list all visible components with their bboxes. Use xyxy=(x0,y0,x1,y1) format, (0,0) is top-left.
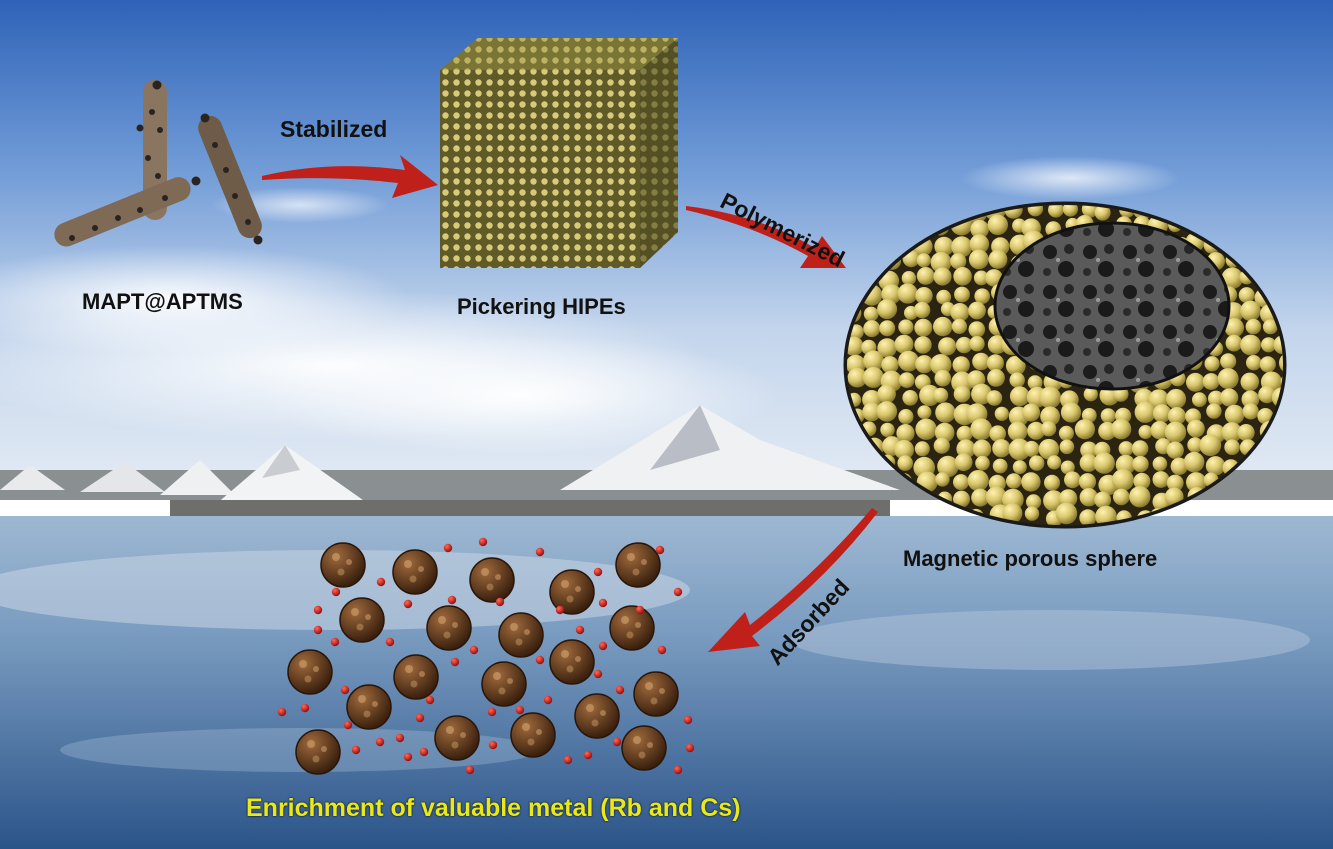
metal-ion-icon xyxy=(351,745,361,755)
adsorbent-sphere-icon xyxy=(633,671,679,717)
metal-ion-icon xyxy=(415,713,425,723)
metal-ion-icon xyxy=(469,645,479,655)
stage-label-product: Magnetic porous sphere xyxy=(903,546,1158,571)
metal-ion-icon xyxy=(535,655,545,665)
metal-ion-icon xyxy=(395,733,405,743)
adsorbent-sphere-icon xyxy=(393,654,439,700)
metal-ion-icon xyxy=(313,625,323,635)
adsorbent-sphere-icon xyxy=(320,542,366,588)
metal-ion-icon xyxy=(593,669,603,679)
adsorbent-sphere-icon xyxy=(621,725,667,771)
metal-ion-icon xyxy=(419,747,429,757)
metal-ion-icon xyxy=(543,695,553,705)
rod-icon xyxy=(54,80,263,247)
metal-ion-icon xyxy=(598,641,608,651)
cube-icon xyxy=(440,38,678,268)
adsorbent-sphere-icon xyxy=(287,649,333,695)
metal-ion-icon xyxy=(331,587,341,597)
sem-inset-icon xyxy=(993,221,1231,391)
metal-ion-icon xyxy=(300,703,310,713)
adsorbent-sphere-icon xyxy=(481,661,527,707)
metal-ion-icon xyxy=(495,597,505,607)
metal-ion-icon xyxy=(443,543,453,553)
adsorbent-sphere-icon xyxy=(469,557,515,603)
metal-ion-icon xyxy=(385,637,395,647)
metal-ion-icon xyxy=(313,605,323,615)
metal-ion-icon xyxy=(563,755,573,765)
metal-ion-icon xyxy=(555,605,565,615)
adsorbent-sphere-icon xyxy=(339,597,385,643)
metal-ion-icon xyxy=(330,637,340,647)
metal-ion-icon xyxy=(487,707,497,717)
metal-ion-icon xyxy=(425,695,435,705)
metal-ion-icon xyxy=(478,537,488,547)
adsorbent-sphere-icon xyxy=(510,712,556,758)
metal-ion-icon xyxy=(635,605,645,615)
adsorbent-sphere-icon xyxy=(426,605,472,651)
metal-ion-icon xyxy=(515,705,525,715)
metal-ion-icon xyxy=(465,765,475,775)
adsorbent-sphere-icon xyxy=(574,693,620,739)
arrow-icon xyxy=(262,155,878,652)
metal-ion-icon xyxy=(277,707,287,717)
stage-label-emulsion: Pickering HIPEs xyxy=(457,294,626,319)
metal-ion-icon xyxy=(612,737,622,747)
metal-ion-icon xyxy=(376,577,386,587)
adsorbent-sphere-icon xyxy=(615,542,661,588)
metal-ion-icon xyxy=(403,599,413,609)
metal-ion-icon xyxy=(403,752,413,762)
adsorbent-sphere-icon xyxy=(609,605,655,651)
figure-caption: Enrichment of valuable metal (Rb and Cs) xyxy=(246,794,741,822)
metal-ion-icon xyxy=(535,547,545,557)
adsorbent-sphere-icon xyxy=(549,569,595,615)
adsorbent-sphere-icon xyxy=(498,612,544,658)
metal-ion-icon xyxy=(598,598,608,608)
metal-ion-icon xyxy=(450,657,460,667)
adsorbent-sphere-icon xyxy=(346,684,392,730)
adsorbent-sphere-icon xyxy=(295,729,341,775)
metal-ion-icon xyxy=(575,625,585,635)
adsorbent-sphere-icon xyxy=(549,639,595,685)
metal-ion-icon xyxy=(655,545,665,555)
step-label-stabilized: Stabilized xyxy=(280,116,388,142)
adsorbent-sphere-icon xyxy=(434,715,480,761)
metal-ion-icon xyxy=(673,765,683,775)
metal-ion-icon xyxy=(685,743,695,753)
metal-ion-icon xyxy=(583,750,593,760)
metal-ion-icon xyxy=(340,685,350,695)
metal-ion-icon xyxy=(657,645,667,655)
metal-ion-icon xyxy=(488,740,498,750)
metal-ion-icon xyxy=(593,567,603,577)
metal-ion-icon xyxy=(683,715,693,725)
metal-ion-icon xyxy=(615,685,625,695)
metal-ion-icon xyxy=(375,737,385,747)
metal-ion-icon xyxy=(673,587,683,597)
metal-ion-icon xyxy=(447,595,457,605)
stage-label-precursor: MAPT@APTMS xyxy=(82,289,243,314)
adsorbent-sphere-icon xyxy=(392,549,438,595)
metal-ion-icon xyxy=(343,720,353,730)
